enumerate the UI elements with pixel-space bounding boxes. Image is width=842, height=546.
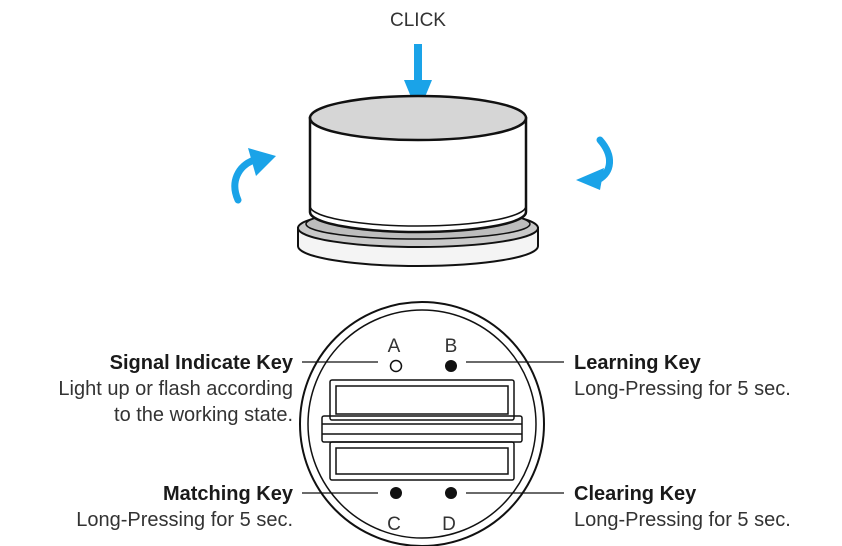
clearing-key-label: Clearing Key Long-Pressing for 5 sec. — [574, 481, 791, 533]
clearing-key-desc: Long-Pressing for 5 sec. — [574, 509, 791, 531]
rotate-right-arrow-icon — [576, 136, 613, 190]
signal-indicator-led — [389, 359, 403, 373]
signal-indicate-key-label: Signal Indicate Key Light up or flash ac… — [58, 350, 293, 428]
learning-key-label: Learning Key Long-Pressing for 5 sec. — [574, 350, 791, 402]
rotate-left-arrow-icon — [231, 148, 276, 204]
battery-compartment — [321, 379, 523, 481]
pin-c-label: C — [387, 514, 401, 535]
learning-key-title: Learning Key — [574, 352, 701, 374]
learning-key-desc: Long-Pressing for 5 sec. — [574, 378, 791, 400]
matching-key-desc: Long-Pressing for 5 sec. — [76, 509, 293, 531]
clearing-key-button[interactable] — [445, 487, 457, 499]
knob-device — [297, 94, 539, 267]
matching-key-title: Matching Key — [162, 483, 293, 505]
leader-lines — [302, 361, 564, 494]
pin-b-label: B — [445, 336, 458, 357]
knob-bottom-view: A B C D — [299, 301, 545, 546]
learning-key-button[interactable] — [445, 360, 457, 372]
matching-key-button[interactable] — [390, 487, 402, 499]
signal-indicate-key-desc-2: to the working state. — [114, 404, 293, 426]
pin-d-label: D — [442, 514, 456, 535]
pin-a-label: A — [388, 336, 401, 357]
signal-indicate-key-desc-1: Light up or flash according — [58, 378, 293, 400]
click-label: CLICK — [390, 10, 446, 31]
clearing-key-title: Clearing Key — [574, 483, 697, 505]
signal-indicate-key-title: Signal Indicate Key — [109, 352, 293, 374]
matching-key-label: Matching Key Long-Pressing for 5 sec. — [76, 481, 293, 533]
